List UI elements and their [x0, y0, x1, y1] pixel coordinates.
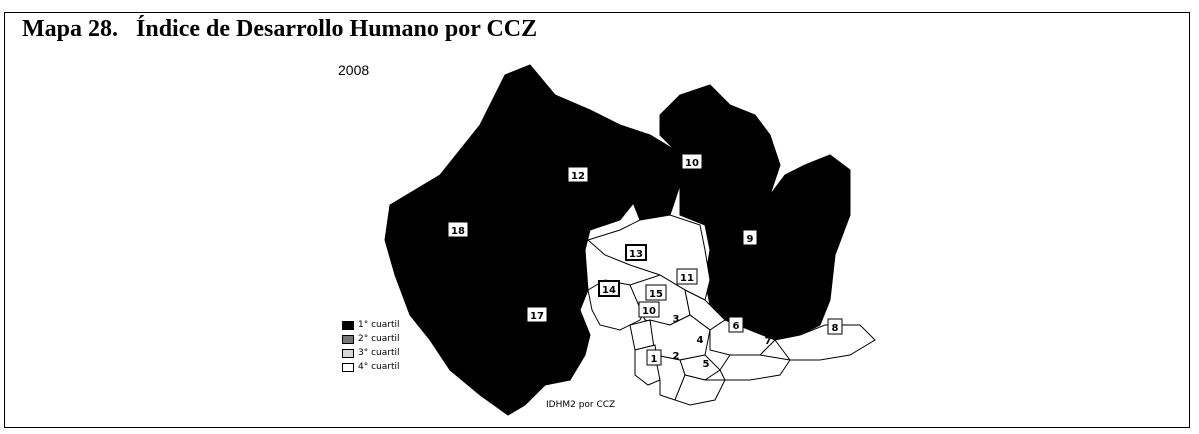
legend-item: 4° cuartil: [342, 360, 399, 374]
zone-label-12: 12: [571, 171, 585, 182]
map-legend: 1° cuartil 2° cuartil 3° cuartil 4° cuar…: [342, 318, 399, 374]
region-light: [587, 214, 876, 406]
zone-label-7: 7: [765, 336, 772, 347]
zone-label-9: 9: [747, 234, 754, 245]
legend-swatch: [342, 334, 354, 344]
zone-label-11: 11: [680, 273, 694, 284]
ccz-map: 18 12 10 9 17 13 11 14 15 10 3 6 8 4 7 1…: [384, 64, 876, 416]
zone-labels: 18 12 10 9 17 13 11 14 15 10 3 6 8 4 7 1…: [447, 153, 843, 370]
zone-label-10-north: 10: [685, 158, 699, 169]
legend-label: 4° cuartil: [358, 362, 400, 372]
zone-18-17-shape: [384, 64, 641, 416]
zone-9-shape: [704, 154, 851, 341]
legend-label: 3° cuartil: [358, 348, 400, 358]
region-dark: [384, 64, 851, 416]
legend-item: 3° cuartil: [342, 346, 399, 360]
zone-label-3: 3: [673, 314, 680, 325]
map-year: 2008: [338, 62, 370, 78]
legend-swatch: [342, 362, 354, 372]
zone-label-18: 18: [451, 226, 465, 237]
legend-swatch: [342, 320, 354, 330]
zone-5-shape: [674, 374, 726, 406]
zone-label-6: 6: [733, 321, 740, 332]
zone-label-17: 17: [530, 311, 544, 322]
zone-label-1: 1: [651, 354, 658, 365]
legend-item: 2° cuartil: [342, 332, 399, 346]
zone-label-5: 5: [703, 359, 710, 370]
map-caption: IDHM2 por CCZ: [546, 400, 616, 410]
zone-label-4: 4: [697, 335, 704, 346]
zone-label-13: 13: [629, 249, 643, 260]
zone-label-8: 8: [832, 323, 839, 334]
legend-swatch: [342, 348, 354, 358]
zone-label-2: 2: [673, 351, 680, 362]
zone-8-shape: [774, 324, 876, 361]
zone-label-14: 14: [602, 285, 616, 296]
map-title: Mapa 28. Índice de Desarrollo Humano por…: [22, 16, 538, 42]
zone-label-15: 15: [649, 289, 663, 300]
legend-item: 1° cuartil: [342, 318, 399, 332]
legend-label: 2° cuartil: [358, 334, 400, 344]
legend-label: 1° cuartil: [358, 320, 400, 330]
zone-7-shape: [719, 354, 791, 381]
zone-label-10-south: 10: [642, 306, 656, 317]
